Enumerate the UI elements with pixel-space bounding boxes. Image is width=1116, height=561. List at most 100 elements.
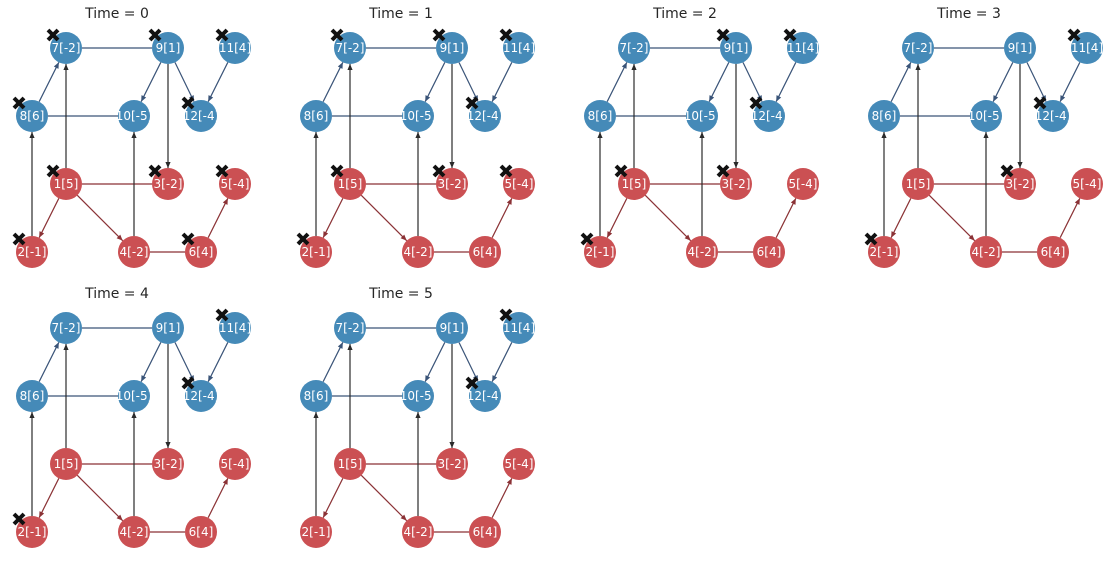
edge-11-12 — [491, 62, 513, 102]
edge-11-12 — [207, 62, 229, 102]
arrowhead — [983, 132, 989, 138]
x-marker-icon — [499, 164, 513, 178]
node-circle — [436, 312, 468, 344]
node-circle — [50, 448, 82, 480]
arrowhead — [449, 162, 455, 168]
node-label: 7[-2] — [620, 41, 649, 55]
arrowhead — [222, 478, 228, 485]
node-10: 10[-5] — [968, 100, 1004, 132]
arrowhead — [449, 442, 455, 448]
node-label: 10[-5] — [116, 389, 153, 403]
node-6: 6[4] — [469, 516, 501, 548]
node-label: 9[1] — [440, 321, 465, 335]
node-label: 9[1] — [724, 41, 749, 55]
edge-2-8 — [29, 132, 35, 236]
x-marker-icon — [46, 28, 60, 42]
arrowhead — [415, 132, 421, 138]
node-label: 5[-4] — [789, 177, 818, 191]
node-10: 10[-5] — [116, 100, 152, 132]
node-label: 12[-4] — [1035, 109, 1072, 123]
arrowhead — [1060, 95, 1066, 102]
edge-6-5 — [491, 478, 513, 518]
node-circle — [1037, 236, 1069, 268]
x-marker-icon — [432, 164, 446, 178]
node-6: 6[4] — [469, 236, 501, 268]
arrowhead — [39, 231, 45, 238]
node-2: 2[-1] — [300, 516, 332, 548]
x-marker-icon — [465, 376, 479, 390]
edge-1-7 — [63, 344, 69, 448]
arrowhead — [790, 198, 796, 205]
arrowhead — [492, 95, 498, 102]
edge-2-8 — [313, 412, 319, 516]
node-1: 1[5] — [50, 448, 82, 480]
edge-2-8 — [597, 132, 603, 236]
node-label: 9[1] — [440, 41, 465, 55]
edge-1-4 — [360, 194, 408, 242]
panel-title: Time = 4 — [84, 286, 149, 302]
node-label: 1[5] — [54, 177, 79, 191]
time-panel: Time = 21[5]2[-1]3[-2]4[-2]5[-4]6[4]7[-2… — [580, 6, 819, 268]
edge-9-12 — [174, 62, 195, 102]
arrowhead — [684, 234, 691, 241]
edge-4-10 — [983, 132, 989, 236]
node-label: 6[4] — [757, 245, 782, 259]
node-label: 6[4] — [1041, 245, 1066, 259]
edge-1-7 — [347, 344, 353, 448]
x-marker-icon — [215, 28, 229, 42]
node-circle — [402, 236, 434, 268]
panel-title: Time = 1 — [368, 6, 433, 22]
x-marker-icon — [181, 232, 195, 246]
arrowhead — [337, 342, 343, 349]
node-label: 7[-2] — [904, 41, 933, 55]
edge-1-7 — [347, 64, 353, 168]
node-circle — [118, 380, 150, 412]
node-circle — [300, 100, 332, 132]
edge-1-2 — [38, 478, 60, 518]
node-label: 10[-5] — [400, 109, 437, 123]
node-label: 11[4] — [219, 321, 251, 335]
node-label: 9[1] — [156, 321, 181, 335]
node-label: 2[-1] — [302, 525, 331, 539]
edge-9-12 — [1026, 62, 1047, 102]
arrowhead — [323, 231, 329, 238]
arrowhead — [699, 132, 705, 138]
x-marker-icon — [215, 164, 229, 178]
time-panel: Time = 41[5]2[-1]3[-2]4[-2]5[-4]6[4]7[-2… — [12, 286, 251, 548]
arrowhead — [993, 95, 999, 102]
edge-9-10 — [140, 342, 162, 382]
arrowhead — [39, 511, 45, 518]
arrowhead — [131, 412, 137, 418]
arrowhead — [400, 234, 407, 241]
node-6: 6[4] — [1037, 236, 1069, 268]
edge-11-12 — [207, 342, 229, 382]
node-circle — [902, 168, 934, 200]
edge-1-4 — [360, 474, 408, 522]
node-label: 1[5] — [338, 457, 363, 471]
panels-container: Time = 01[5]2[-1]3[-2]4[-2]5[-4]6[4]7[-2… — [12, 6, 1103, 548]
x-marker-icon — [148, 164, 162, 178]
node-label: 1[5] — [54, 457, 79, 471]
node-4: 4[-2] — [970, 236, 1002, 268]
x-marker-icon — [864, 232, 878, 246]
node-9: 9[1] — [436, 312, 468, 344]
edge-4-10 — [131, 132, 137, 236]
node-circle — [1004, 32, 1036, 64]
node-9: 9[1] — [1004, 32, 1036, 64]
arrowhead — [29, 132, 35, 138]
edge-6-5 — [491, 198, 513, 238]
edge-11-12 — [491, 342, 513, 382]
edge-1-2 — [38, 198, 60, 238]
arrowhead — [709, 95, 715, 102]
arrowhead — [63, 344, 69, 350]
edge-9-3 — [1017, 64, 1023, 168]
node-circle — [868, 100, 900, 132]
node-label: 3[-2] — [154, 177, 183, 191]
node-label: 2[-1] — [18, 245, 47, 259]
edge-9-3 — [165, 344, 171, 448]
arrowhead — [631, 64, 637, 70]
node-label: 8[6] — [872, 109, 897, 123]
node-8: 8[6] — [300, 100, 332, 132]
x-marker-icon — [215, 308, 229, 322]
